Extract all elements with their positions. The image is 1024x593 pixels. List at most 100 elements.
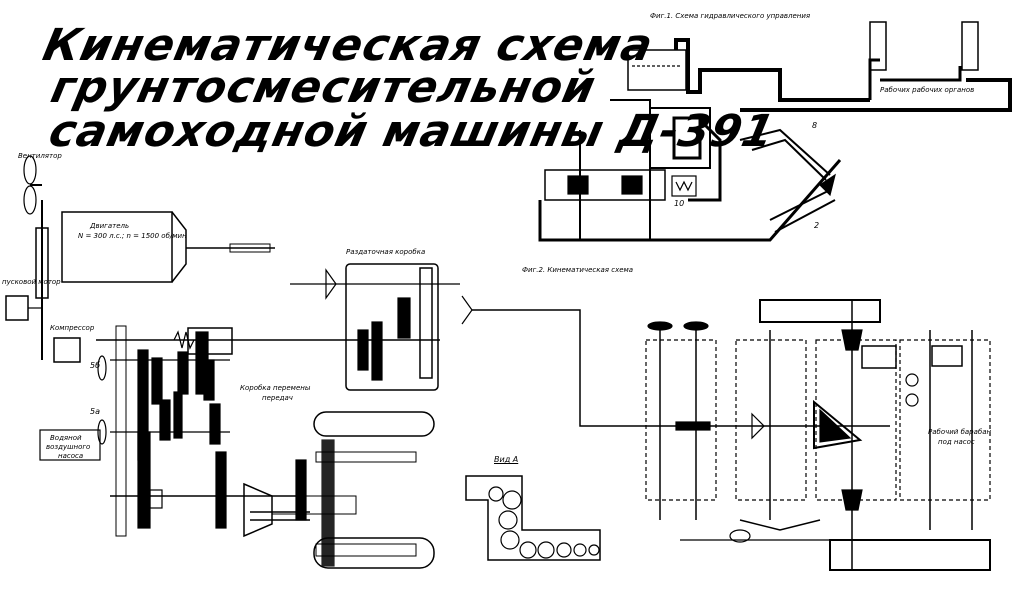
- marker-5a: 5а: [90, 407, 100, 416]
- view-a-label: Вид А: [494, 455, 519, 464]
- pulley-5b: [97, 355, 107, 381]
- view-a-gear-6: [537, 541, 555, 559]
- working-drum-label-1: Рабочий барабан: [928, 428, 992, 436]
- working-organs-label: Рабочих рабочих органов: [880, 86, 975, 94]
- control-line: [688, 118, 722, 202]
- marker-5b: 5б: [90, 361, 101, 370]
- relief-valve: [671, 175, 697, 197]
- hydro-pump-shaft: [544, 169, 666, 201]
- hydro-cylinder-left: [869, 21, 887, 71]
- gear-e: [203, 359, 215, 401]
- view-a-gear-1: [502, 490, 522, 510]
- top-sprocket-shaft: [315, 451, 417, 463]
- view-a-gear-3: [498, 510, 518, 530]
- gearbox-shaft-vertical: [115, 325, 127, 537]
- compressor-body: [53, 337, 81, 363]
- upper-chain-drive: [759, 299, 881, 323]
- fan-blade-bottom: [23, 185, 37, 215]
- cardan-joint-rear: [751, 412, 765, 440]
- view-a-gear-5: [519, 541, 537, 559]
- water-pump-label-3: насоса: [58, 452, 84, 460]
- return-oil-line: [740, 78, 1012, 112]
- compressor-label: Компрессор: [50, 324, 95, 332]
- wheel-top-1: [647, 321, 673, 331]
- cylinder-line-left: [868, 58, 880, 100]
- hydraulic-control-scheme: [538, 21, 1012, 242]
- lower-wheel: [729, 529, 751, 543]
- fan-blade-top: [23, 155, 37, 185]
- starter-motor: [5, 295, 29, 321]
- lower-bevel: [841, 489, 863, 511]
- transfer-box-label: Раздаточная коробка: [346, 248, 426, 256]
- lower-link: [739, 519, 821, 531]
- chain-drive-top: [313, 411, 435, 437]
- distributor-block: [649, 107, 711, 169]
- cardan-shaft: [229, 243, 271, 253]
- view-a-gear-4: [500, 530, 520, 550]
- transfer-gear-2: [371, 321, 383, 381]
- lower-lever: [769, 189, 836, 233]
- gearbox-label-2: передач: [262, 394, 293, 402]
- gearbox-label-1: Коробка перемены: [240, 384, 311, 392]
- gear-b: [151, 357, 163, 405]
- distributor-valve: [672, 116, 702, 160]
- gear-h: [209, 403, 221, 445]
- chain-drive-bottom: [313, 537, 435, 569]
- marker-10: 10: [674, 199, 685, 208]
- pulley-5a: [97, 419, 107, 445]
- center-drive: [243, 411, 435, 569]
- upper-bevel: [841, 329, 863, 351]
- vertical-oil-lines: [579, 130, 651, 240]
- kinematic-scheme-fig2: [645, 299, 991, 571]
- transfer-gear-large: [419, 267, 433, 379]
- gearbox-clutch-spring: [173, 330, 195, 350]
- lever-arm: [739, 128, 831, 181]
- lower-chain-drive: [829, 539, 991, 571]
- engine-spec-label: N = 300 л.с.; n = 1500 об/мин: [78, 232, 187, 240]
- bottom-sprocket-shaft: [315, 543, 417, 557]
- main-bevel-gear: [813, 399, 863, 450]
- relief-spring: [675, 180, 693, 192]
- view-a-gear-8: [573, 543, 587, 557]
- gear-f: [159, 399, 171, 441]
- pump-outline: [899, 339, 991, 501]
- water-pump-label-1: Водяной: [50, 434, 82, 442]
- bevel-gear: [243, 482, 273, 538]
- fig2-caption: Фиг.2. Кинематическая схема: [522, 266, 634, 274]
- view-a-housing: [465, 475, 601, 561]
- lower-oil-line: [538, 159, 842, 242]
- lever-tip: [819, 173, 836, 197]
- transfer-gear-3: [357, 329, 369, 371]
- axle-mid-outline: [735, 339, 807, 501]
- gear-c: [177, 351, 189, 395]
- starter-label: пусковой мотор: [2, 278, 61, 286]
- view-a-gear-2: [488, 486, 504, 502]
- gear-j: [215, 451, 227, 529]
- main-oil-line: [674, 38, 870, 102]
- pump-gear-1: [905, 373, 919, 387]
- cardan-joint-left: [325, 268, 337, 300]
- transfer-gear-1: [397, 297, 411, 339]
- gearbox: [39, 325, 330, 537]
- hydro-cylinder-right: [961, 21, 979, 71]
- cylinder-connect-line: [880, 66, 962, 82]
- hydro-pump-gear: [567, 175, 589, 195]
- engine-label: Двигатель: [90, 222, 130, 230]
- fig1-caption: Фиг.1. Схема гидравлического управления: [650, 12, 811, 20]
- water-pump-label-2: воздушного: [46, 443, 91, 451]
- engine-assembly: [5, 155, 275, 363]
- gear-k: [149, 489, 163, 509]
- intermediate-gear: [295, 459, 307, 521]
- fan-label: Вентилятор: [18, 152, 62, 160]
- pump-gear-2: [905, 393, 919, 407]
- shaft-coupling: [675, 421, 711, 431]
- gear-i: [137, 431, 151, 529]
- water-pump-box: [39, 429, 101, 461]
- long-drive-shaft: [472, 309, 760, 427]
- view-a: [465, 475, 601, 561]
- working-drum-label-2: под насос: [938, 438, 975, 446]
- transfer-box: [290, 263, 765, 440]
- gear-g: [173, 391, 183, 439]
